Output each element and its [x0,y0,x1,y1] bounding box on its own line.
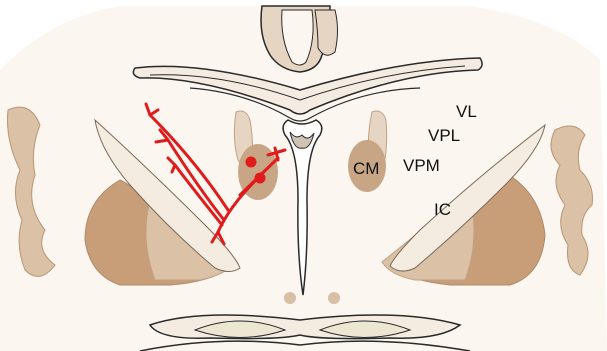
label-vpl: VPL [428,126,460,145]
label-vl: VL [456,102,477,121]
label-ic: IC [434,200,451,219]
septum-right-lobe [315,10,338,55]
label-vpm: VPM [403,156,440,175]
right-mammillary-body [328,292,340,304]
left-mammillary-body [284,292,296,304]
label-cm: CM [353,159,379,178]
vessel-end-dot-upper [246,157,257,168]
vessel-end-dot-lower [255,173,266,184]
